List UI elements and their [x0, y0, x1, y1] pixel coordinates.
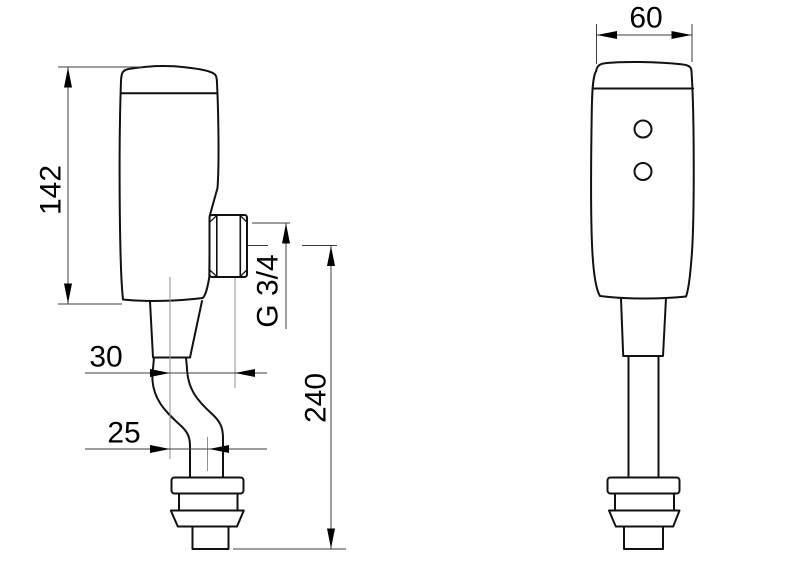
front-view-flange-stack: [606, 476, 681, 550]
dimension-upper-offset: 30: [85, 341, 267, 377]
front-view-flush-pipe: [627, 355, 660, 479]
side-view-flush-pipe: [151, 356, 224, 479]
arrow-left-icon: [209, 445, 229, 453]
dimension-lower-offset: 25: [85, 417, 267, 453]
front-view-neck: [620, 297, 667, 357]
arrow-right-icon: [150, 369, 170, 377]
front-view-lower-button: [633, 162, 653, 181]
side-view-inlet-nut: [208, 214, 248, 278]
dim-label-30: 30: [89, 341, 122, 374]
side-view-neck: [149, 300, 203, 359]
dim-label-142: 142: [35, 165, 68, 215]
arrow-right-icon: [671, 31, 692, 39]
side-view-body-outline: [118, 65, 220, 302]
arrow-up-icon: [282, 223, 290, 244]
dimension-body-height: 142: [35, 66, 143, 305]
dimension-inlet-thread: G 3/4: [252, 222, 290, 329]
dim-label-25: 25: [107, 417, 140, 450]
arrow-left-icon: [235, 369, 255, 377]
front-view: [590, 60, 695, 550]
dim-label-g34: G 3/4: [252, 254, 285, 327]
arrow-down-icon: [64, 283, 72, 304]
dimension-body-width: 60: [596, 2, 693, 64]
arrow-down-icon: [327, 528, 335, 549]
side-view: [118, 65, 248, 550]
front-view-upper-button: [633, 119, 653, 139]
dim-label-60: 60: [629, 2, 662, 35]
dim-label-240: 240: [300, 373, 333, 423]
side-view-flange-stack: [169, 476, 245, 550]
arrow-right-icon: [150, 445, 170, 453]
arrow-up-icon: [64, 67, 72, 88]
arrow-up-icon: [327, 246, 335, 266]
arrow-left-icon: [597, 31, 617, 39]
side-view-centerlines: [169, 277, 236, 471]
dimension-pipe-length: 240: [233, 245, 346, 550]
